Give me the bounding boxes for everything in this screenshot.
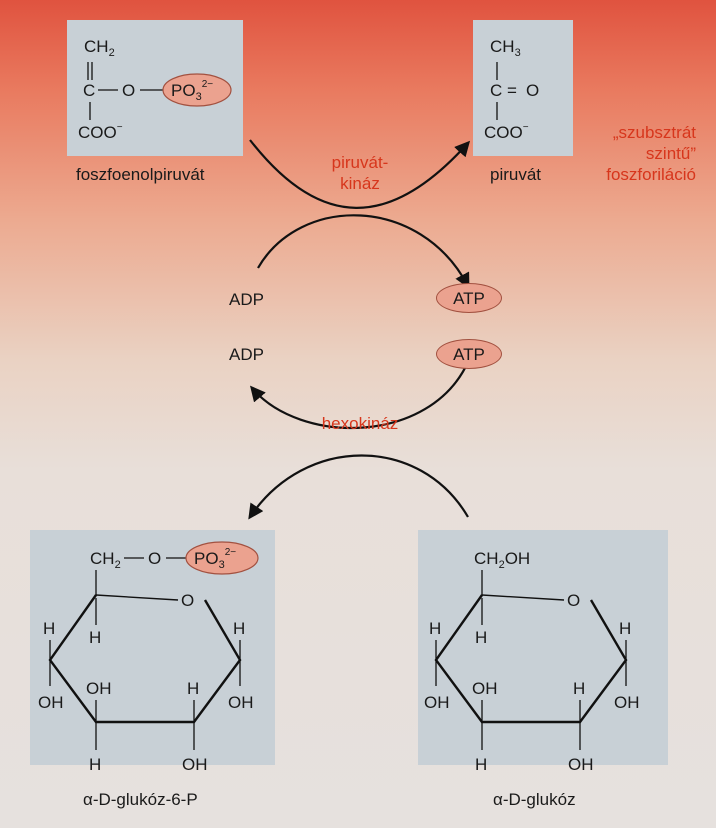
g6p-h-c1: H [233, 619, 245, 638]
glc-oh-c3: OH [472, 679, 498, 698]
glc-oh-c2: OH [568, 755, 594, 774]
pep-carboxyl: COO− [78, 122, 123, 142]
adp-bottom: ADP [229, 345, 264, 364]
g6p-oh-c2: OH [182, 755, 208, 774]
g6p-ring-back-bond [95, 594, 179, 601]
pep-structure: CH2 C O PO32− COO− [78, 37, 232, 142]
g6p-ring [48, 594, 242, 724]
glc-h-c2: H [573, 679, 585, 698]
top-cofactor-arrow [257, 214, 470, 289]
glc-h-c5: H [475, 628, 487, 647]
g6p-ch2-text: CH2 [90, 549, 121, 571]
g6p-oh-c3: OH [86, 679, 112, 698]
top-main-arrow [249, 139, 471, 209]
glucose-panel [418, 530, 668, 765]
pyr-ch3-text: CH3 [490, 37, 521, 59]
g6p-oh-c4: OH [38, 693, 64, 712]
pyr-carbon: C [490, 81, 502, 100]
pep-phosphate-text: PO32− [171, 79, 213, 103]
bottom-cofactor-arrow [250, 361, 469, 430]
g6p-name: α-D-glukóz-6-P [83, 790, 198, 809]
hexokinase-label: hexokináz [321, 414, 399, 433]
pyr-double-bond: = [507, 81, 517, 100]
pep-name: foszfoenolpiruvát [76, 165, 205, 184]
glc-h-c4: H [429, 619, 441, 638]
g6p-oxygen: O [148, 549, 161, 568]
glc-h-c1: H [619, 619, 631, 638]
g6p-h-c3: H [89, 755, 101, 774]
enzyme-top-line1: piruvát- [331, 153, 389, 172]
pyruvate-structure: CH3 C = O COO− [484, 37, 539, 142]
pep-ch2-text: CH2 [84, 37, 115, 59]
pep-oxygen: O [122, 81, 135, 100]
glc-oh-c1: OH [614, 693, 640, 712]
glc-ring [434, 594, 628, 724]
glc-ch2oh-text: CH2OH [474, 549, 530, 571]
atp-bottom: ATP [436, 339, 502, 369]
pyruvate-panel [473, 20, 573, 156]
glc-oh-c4: OH [424, 693, 450, 712]
pyruvate-name: piruvát [490, 165, 542, 184]
note-line2: szintű” [645, 144, 696, 163]
enzyme-top-line2: kináz [340, 174, 380, 193]
substrate-level-phosphorylation-note: „szubsztrát szintű” foszforiláció [578, 122, 696, 185]
glc-ring-back-bond [481, 594, 565, 601]
g6p-ring-oxygen: O [181, 591, 194, 610]
glucose-structure: CH2OH O H H OH H OH OH H H OH [424, 549, 640, 774]
g6p-h-c5: H [89, 628, 101, 647]
pep-phosphate-ellipse [162, 73, 232, 107]
note-line3: foszforiláció [606, 165, 696, 184]
note-line1: „szubsztrát [612, 123, 696, 142]
glc-h-c3: H [475, 755, 487, 774]
g6p-oh-c1: OH [228, 693, 254, 712]
pyruvate-kinase-label: piruvát- kináz [300, 152, 420, 194]
bottom-main-arrow [248, 454, 469, 520]
glucose-name: α-D-glukóz [493, 790, 576, 809]
g6p-h-c4: H [43, 619, 55, 638]
g6p-h-c2: H [187, 679, 199, 698]
pep-carbon: C [83, 81, 95, 100]
glc-ring-oxygen: O [567, 591, 580, 610]
atp-top: ATP [436, 283, 502, 313]
adp-top: ADP [229, 290, 264, 309]
g6p-structure: CH2 O PO32− O H H OH H OH OH H H OH [38, 541, 259, 774]
pyr-carboxyl: COO− [484, 122, 529, 142]
pyr-oxygen: O [526, 81, 539, 100]
g6p-phosphate-ellipse [185, 541, 259, 575]
g6p-phosphate-text: PO32− [194, 547, 236, 571]
